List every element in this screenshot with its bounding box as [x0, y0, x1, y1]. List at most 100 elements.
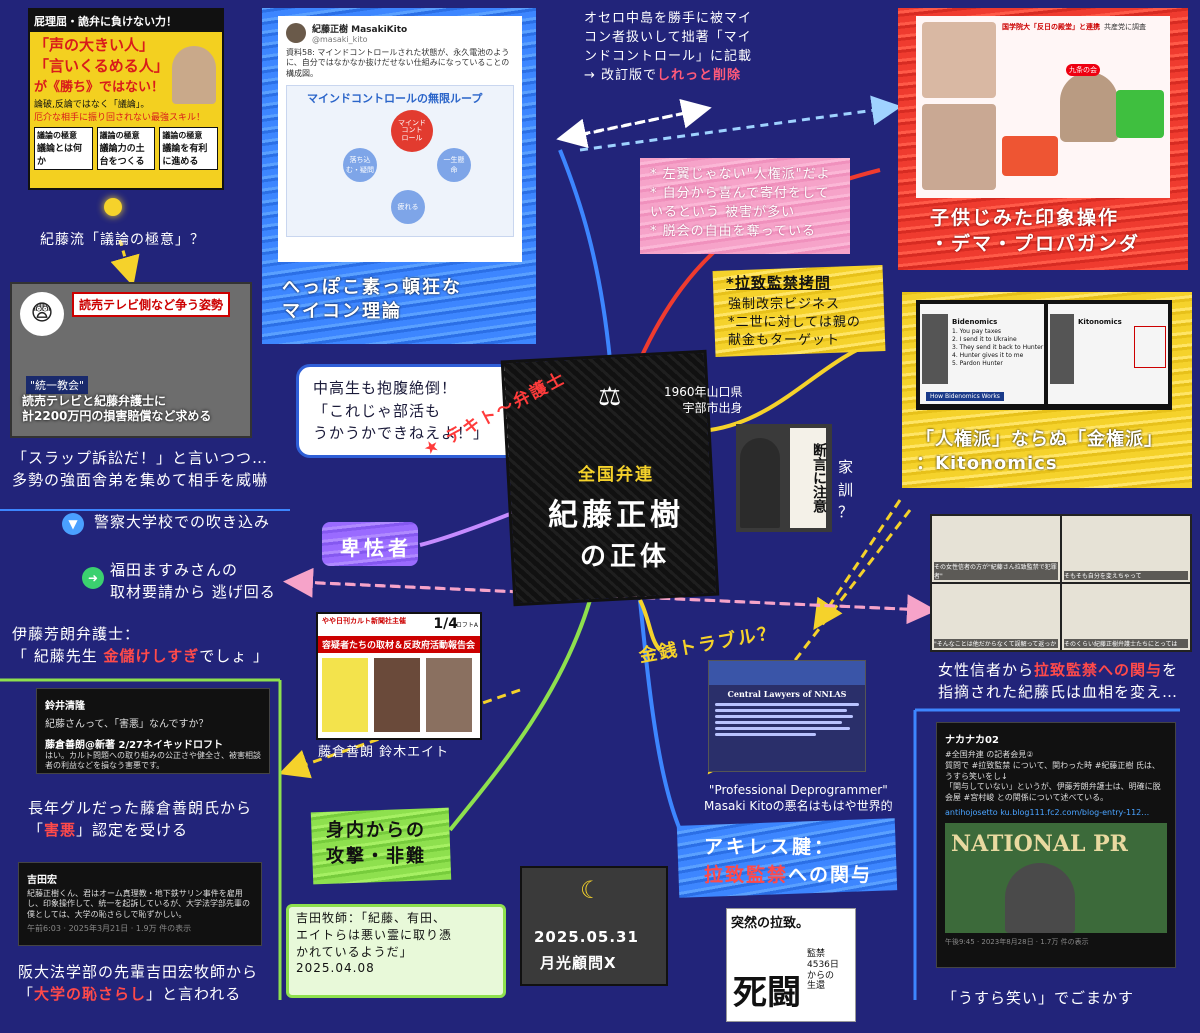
kitonomics-caption: 「人権派」ならぬ「金権派」 ：Kitonomics	[916, 428, 1163, 477]
avatar	[286, 23, 306, 43]
moon-date: 2025.05.31	[534, 928, 639, 946]
slide-photo-left	[922, 314, 948, 384]
ito-quote-end: でしょ 」	[199, 646, 270, 665]
usura-caption: 「うすら笑い」でごまかす	[942, 989, 1135, 1007]
kitonomics-caption-pre: 「人権派」ならぬ「	[916, 429, 1087, 450]
othello-note: オセロ中島を勝手に被マイ コン者扱いして拙著「マイ ンドコントロール」に記載 →…	[584, 10, 824, 85]
mind-control-caption: へっぽこ素っ頓狂な マイコン理論	[282, 277, 462, 323]
natpress-text: NATIONAL PR	[951, 830, 1128, 857]
lightbulb-icon	[104, 198, 122, 216]
family-attack-text: 身内からの 攻撃・非難	[326, 820, 426, 868]
tweet-yoshida-time: 午前6:03 · 2025年3月21日 · 1.9万 件の表示	[27, 924, 192, 934]
kitonomics-caption-highlight: 金権派	[1087, 429, 1144, 450]
news-tag: "統一教会"	[26, 376, 89, 394]
women-caption-highlight: 拉致監禁への関与	[1034, 661, 1163, 679]
video-sub-2: そもそも自分を変えちゃって	[1064, 571, 1188, 580]
event-title: 容疑者たちの取材＆反政府活動報告会	[318, 636, 480, 653]
line-money	[638, 599, 662, 652]
police-academy-item: 警察大学校での吹き込み	[94, 513, 271, 531]
book-line-2: 「言いくるめる人」	[34, 57, 169, 75]
tweet-suzui: 鈴井清隆 紀藤さんって、「害悪」なんですか？ 藤倉善朗@新著 2/27ネイキッド…	[36, 688, 270, 774]
moon-box	[520, 866, 668, 986]
highschool-bubble: 中高生も抱腹絶倒！ 「これじゃ部活も うかうかできねえよ！」	[296, 364, 526, 458]
red-tag-2: 共産党に調査	[1104, 23, 1146, 31]
propaganda-caption: 子供じみた印象操作 ・デマ・プロパガンダ	[930, 207, 1141, 255]
kidnap-title: *拉致監禁拷問	[726, 274, 831, 292]
death-book-title: 突然の拉致。	[731, 916, 810, 931]
yoshida-quote-box	[286, 904, 506, 998]
event-photo-3	[426, 658, 472, 732]
event-top: やや日刊カルト新聞社主催	[322, 617, 406, 625]
news-banner: 読売テレビ側など争う姿勢	[72, 292, 231, 317]
book-box-2-title: 議論の極意	[99, 131, 140, 140]
red-badge: 九条の会	[1066, 64, 1100, 76]
book-box-3-title: 議論の極意	[162, 131, 203, 140]
tweet-usura-link[interactable]: antihojosetto ku.blog111.fc2.com/blog-en…	[945, 807, 1150, 817]
slide-right-title: Kitonomics	[1078, 318, 1122, 326]
deprog-slide-title: Central Lawyers of NNLAS	[727, 689, 847, 699]
achilles-line-2: 拉致監禁への関与	[704, 860, 872, 887]
book-sub-2: 厄介な相手に振り回されない最強スキル！	[34, 113, 206, 123]
yoshida-caption-end: 」と言われる	[146, 984, 242, 1003]
deprog-slide-body	[715, 703, 859, 736]
women-caption-end: を 指摘された紀藤氏は血相を変え…	[938, 661, 1179, 701]
deprog-caption: "Professional Deprogrammer" Masaki Kitoの…	[704, 783, 893, 814]
event-photo-2	[374, 658, 420, 732]
tweet-usura-user: ナカナカ02	[945, 735, 999, 746]
deprog-slide: Central Lawyers of NNLAS	[708, 660, 866, 772]
kitonomics-caption-end: 」 ：Kitonomics	[916, 429, 1163, 475]
death-book-big: 死闘	[733, 973, 801, 1013]
video-sub-4: そのくらい紀藤正樹弁護士たちにとっては	[1064, 639, 1188, 648]
event-date: 1/4	[433, 616, 458, 632]
book-box-3-body: 議論を有利に進める	[162, 144, 208, 167]
loop-node-b: 疲れる	[391, 190, 425, 225]
video-frame-4: そのくらい紀藤正樹弁護士たちにとっては	[1062, 584, 1190, 650]
mind-control-card: 紀藤正樹 MasakiKito @masaki_kito 資料58: マインドコ…	[278, 16, 522, 262]
center-suffix: の正体	[580, 542, 671, 572]
book-caption: 紀藤流「議論の極意」？	[40, 232, 205, 248]
red-callout	[1002, 136, 1058, 176]
kakun-label: 家 訓 ？	[838, 458, 854, 521]
deprog-stage	[709, 661, 865, 685]
news-emoji-icon: 😨	[20, 292, 64, 336]
tweet-fujikura-text: はい。カルト問題への取り組みの公正さや健全さ、被害相談者の利益などを損なう害悪で…	[45, 751, 261, 770]
video-frame-3: "そんなことは他だからなくて誤解って返っか	[932, 584, 1060, 650]
slide-list-item: 5. Pardon Hunter	[952, 360, 1003, 368]
fujikura-caption-highlight: 害悪	[44, 820, 77, 839]
yoshida-quote-text: 吉田牧師：「紀藤、有田、 エイトらは悪い霊に取り憑 かれているようだ」 2025…	[296, 911, 453, 976]
book-box-1-title: 議論の極意	[37, 131, 77, 140]
slide-right: Kitonomics	[1048, 304, 1168, 404]
tweet-user: 紀藤正樹 MasakiKito	[312, 25, 408, 35]
tweet-text: 資料58: マインドコントロールされた状態が、永久電池のように、自分ではなかなか…	[286, 48, 510, 78]
achilles-highlight: 拉致監禁	[704, 864, 789, 886]
book-box-1: 議論の極意議論とは何か	[34, 127, 93, 170]
press-person	[1005, 862, 1075, 933]
loop-diagram: マインドコントロールの無限ループ マインド コント ロール 一生懸 命 疲れる …	[286, 85, 514, 238]
dashed-white-arrow-back	[556, 108, 701, 149]
ito-quote: 伊藤芳朗弁護士： 「 紀藤先生 金儲けしすぎでしょ 」	[12, 624, 269, 668]
dashed-blue-arrow	[579, 95, 902, 152]
leftwing-box	[640, 158, 850, 254]
dashed-yellow-arrow-2	[813, 499, 902, 630]
tweet-suzui-user: 鈴井清隆	[45, 701, 85, 712]
press-photo: NATIONAL PR	[945, 822, 1167, 933]
red-tag-1: 国学院大「反日の殿堂」と連携	[1002, 23, 1100, 31]
event-place: ロフトA	[455, 622, 478, 629]
tweet-handle: @masaki_kito	[312, 35, 368, 44]
slide-left-title: Bidenomics	[952, 318, 998, 326]
tweet-fujikura-user: 藤倉善朗@新著 2/27ネイキッドロフト	[45, 740, 224, 751]
video-frame-1: その女性信者の方が"紀藤さん拉致監禁で犯罪者"	[932, 516, 1060, 582]
dashed-yellow-arrow-1	[707, 509, 912, 775]
slide-left-foot: How Bidenomics Works	[926, 392, 1004, 401]
kakun-photo: 断言に注意	[736, 424, 832, 532]
line-to-top-mid	[558, 149, 612, 361]
kakun-scroll: 断言に注意	[790, 428, 827, 528]
tweet-yoshida-user: 吉田宏	[27, 875, 57, 886]
tweet-header: 紀藤正樹 MasakiKito @masaki_kito	[278, 16, 522, 44]
event-poster: やや日刊カルト新聞社主催 1/4 ロフトA 容疑者たちの取材＆反政府活動報告会	[316, 612, 482, 740]
line-to-green	[448, 599, 592, 832]
loop-title: マインドコントロールの無限ループ	[307, 92, 483, 106]
